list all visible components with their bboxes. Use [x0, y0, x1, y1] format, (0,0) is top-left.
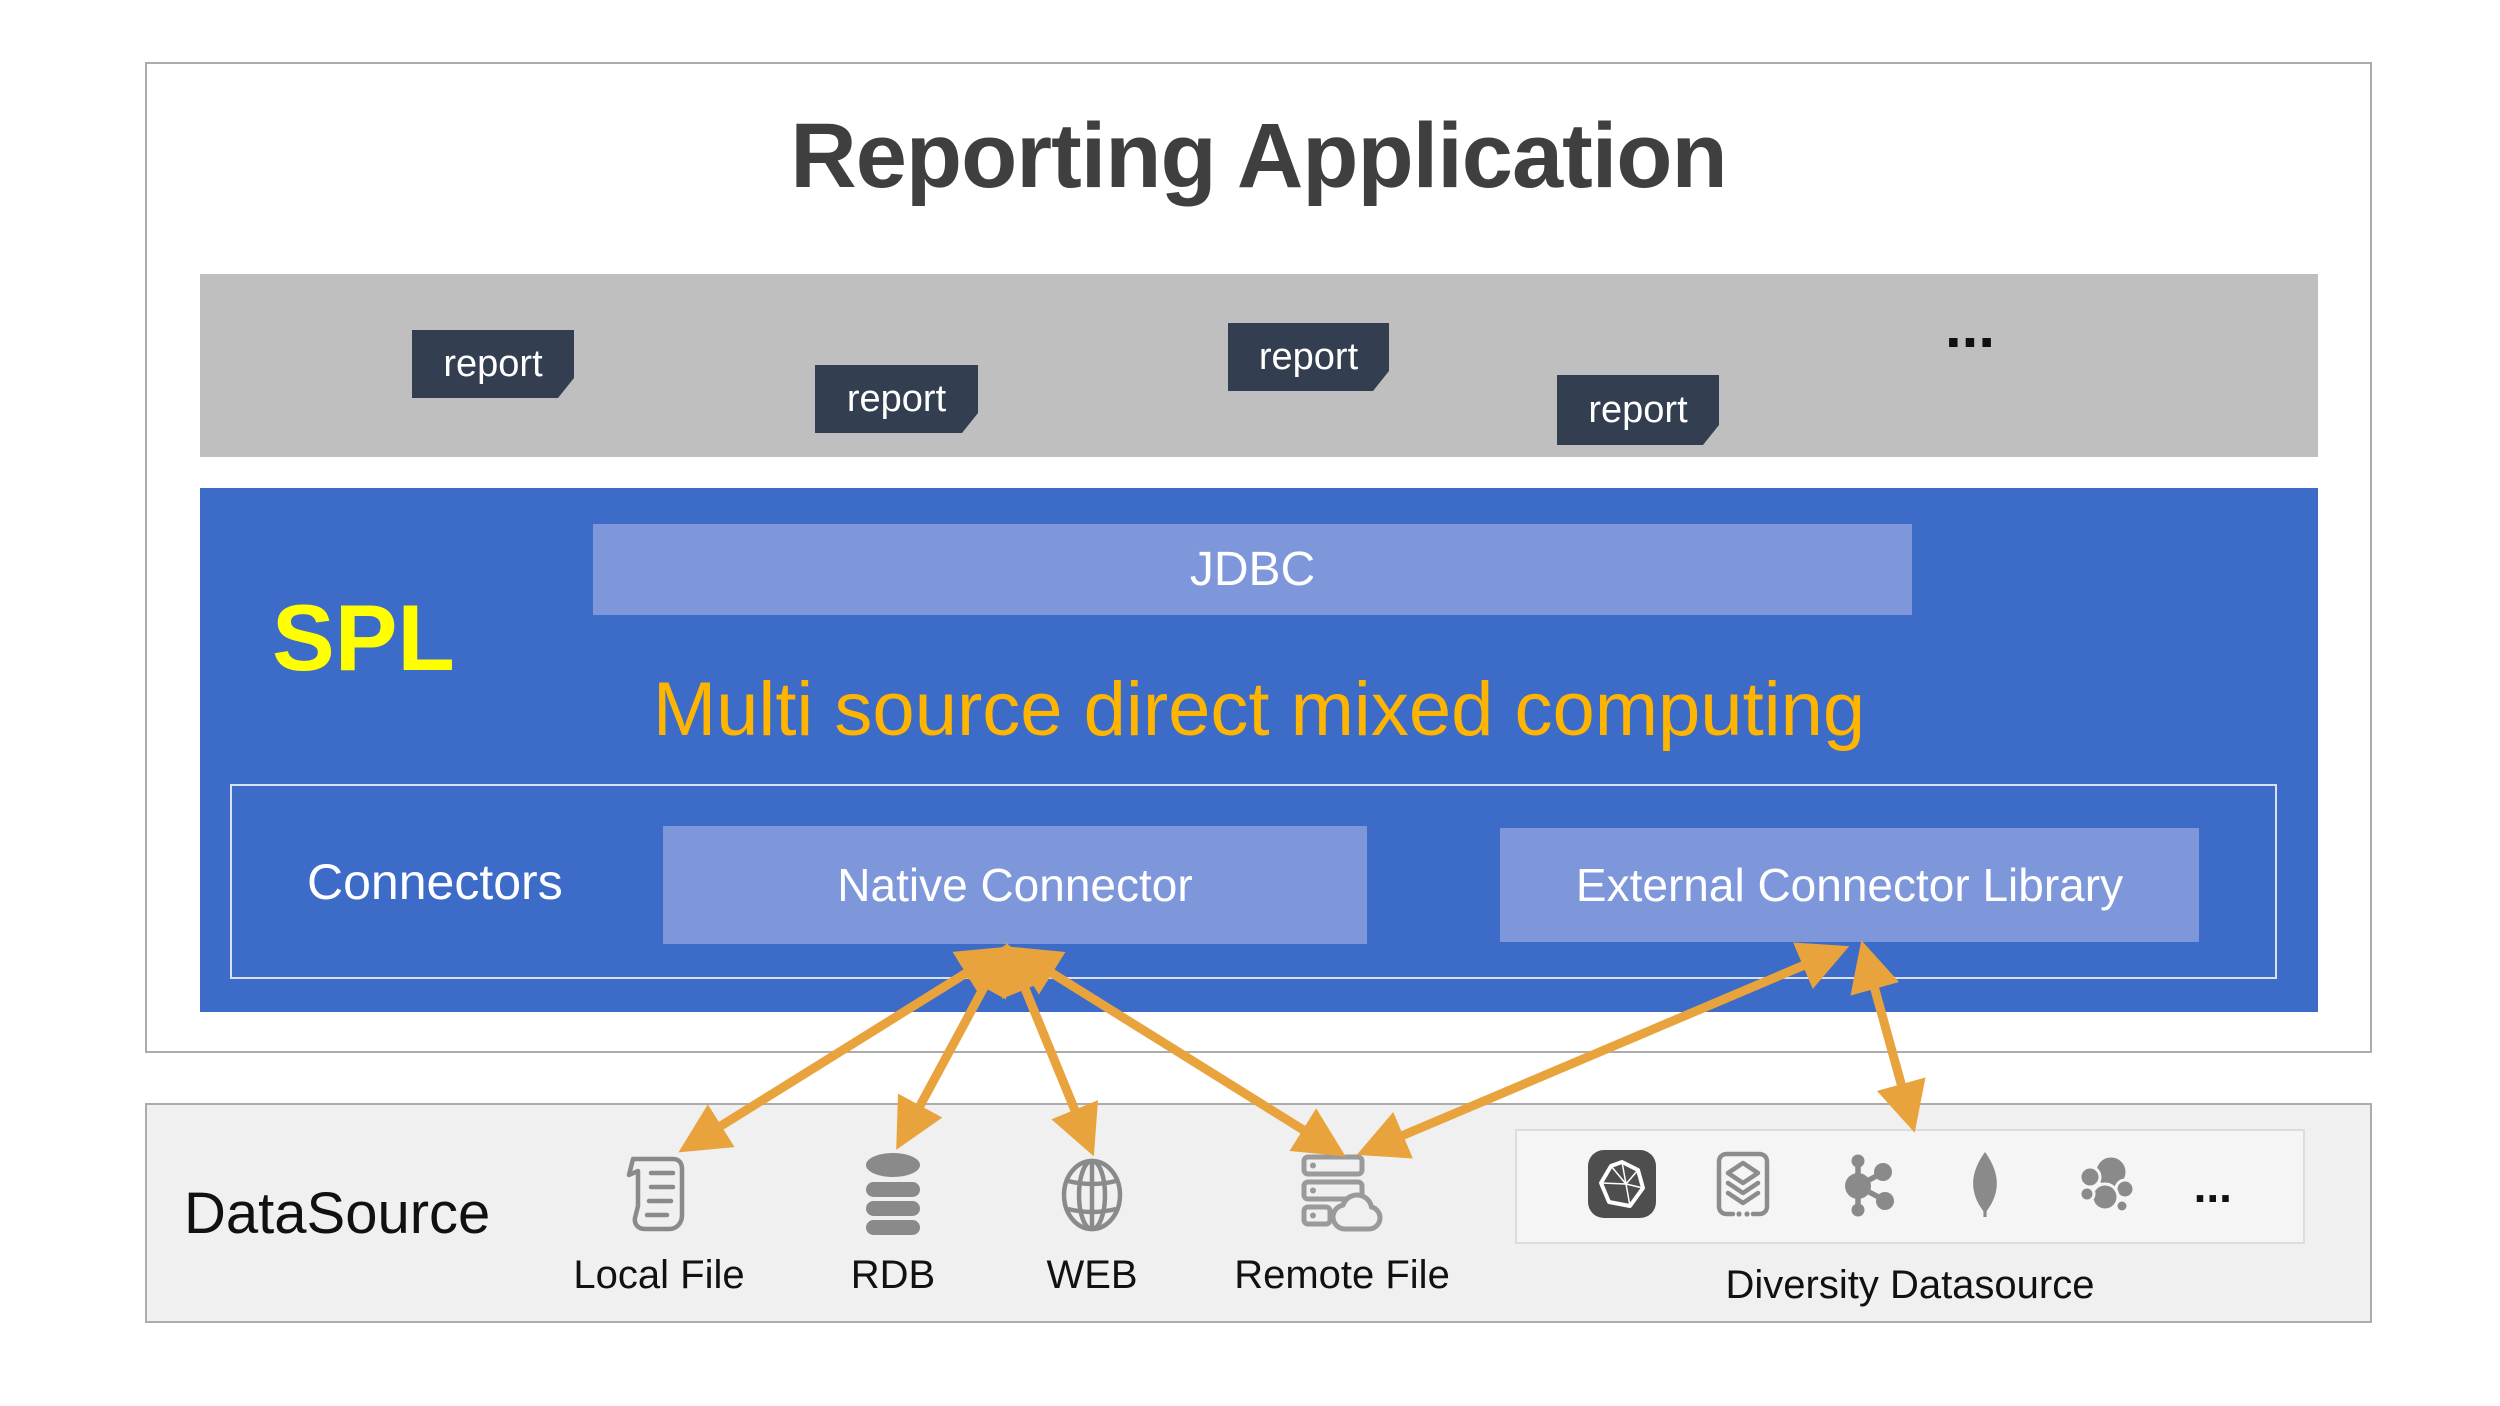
reporting-application-box: Reporting Application report report repo… [145, 62, 2372, 1053]
native-connector-box: Native Connector [663, 826, 1367, 944]
page-title: Reporting Application [790, 105, 1727, 207]
spl-label: SPL [272, 585, 455, 690]
datasource-item-web: WEB [942, 1147, 1242, 1298]
graph-db-icon [1588, 1150, 1657, 1223]
datasource-item-label: Remote File [1234, 1253, 1450, 1297]
datasource-box: DataSource Local File [145, 1103, 2372, 1323]
datasource-item-remote-file: Remote File [1192, 1147, 1492, 1298]
datasource-item-local-file: Local File [509, 1147, 809, 1298]
scroll-file-icon [621, 1147, 697, 1241]
datasource-label: DataSource [184, 1180, 491, 1246]
more-datasources-ellipsis: ... [2193, 1160, 2232, 1213]
datasource-item-label: Local File [573, 1253, 745, 1297]
report-band: report report report report ... [200, 274, 2318, 457]
spl-headline: Multi source direct mixed computing [652, 667, 1866, 752]
report-badge: report [1557, 375, 1719, 445]
diversity-datasource-box: ... [1515, 1129, 2305, 1244]
elastic-cluster-icon [2072, 1150, 2140, 1223]
diversity-datasource-label: Diversity Datasource [1725, 1263, 2095, 1307]
datasource-item-label: WEB [1046, 1253, 1138, 1297]
connectors-label: Connectors [307, 853, 563, 910]
database-icon [857, 1147, 929, 1241]
network-graph-icon [1830, 1150, 1898, 1223]
datasource-item-label: RDB [850, 1253, 936, 1297]
jdbc-bar: JDBC [593, 524, 1912, 615]
report-badge: report [412, 330, 574, 398]
datasource-item-rdb: RDB [743, 1147, 1043, 1298]
report-badge: report [1228, 323, 1389, 391]
more-reports-ellipsis: ... [1944, 293, 1995, 360]
globe-icon [1054, 1147, 1130, 1241]
layered-db-icon [1709, 1150, 1777, 1223]
server-cloud-icon [1296, 1147, 1388, 1241]
mongodb-leaf-icon [1951, 1150, 2019, 1223]
spl-layer: JDBC SPL Multi source direct mixed compu… [200, 488, 2318, 1012]
report-badge: report [815, 365, 978, 433]
connectors-box: Connectors Native Connector External Con… [230, 784, 2277, 979]
external-connector-library-box: External Connector Library [1500, 828, 2199, 942]
